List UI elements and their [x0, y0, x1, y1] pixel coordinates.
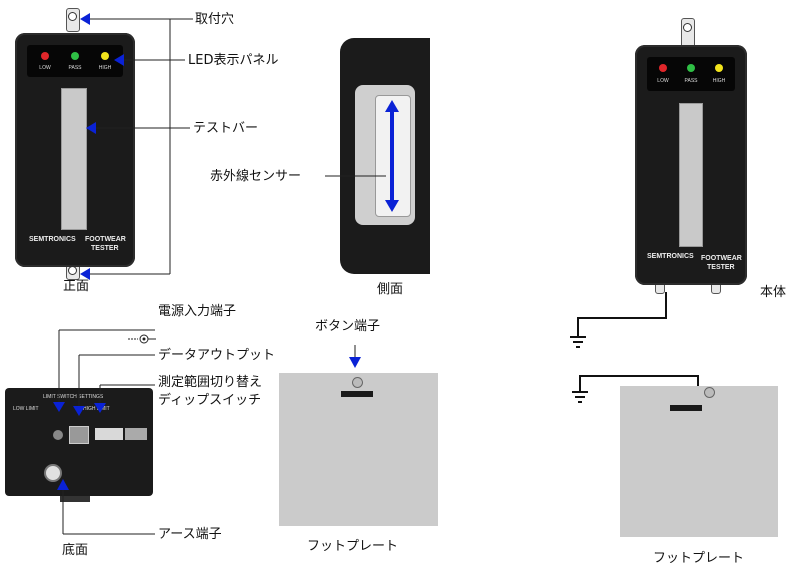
label-bottom: 底面 — [62, 543, 89, 558]
led-high-label: HIGH — [98, 65, 112, 71]
label-footplate-2: フットプレート — [653, 551, 745, 566]
dip-switch-block — [95, 428, 123, 440]
unit-led-high-yellow — [715, 64, 723, 72]
label-led-panel: LED表示パネル — [188, 53, 279, 68]
unit-led-low-red — [659, 64, 667, 72]
unit-led-low-label: LOW — [657, 78, 669, 84]
label-test-bar: テストバー — [193, 121, 259, 136]
bottom-view-stand — [60, 496, 90, 502]
label-range-switch-2: ディップスイッチ — [158, 393, 262, 408]
footplate-left-button-terminal — [352, 377, 363, 388]
unit-product-line1: FOOTWEAR — [701, 255, 742, 262]
default-switch-block — [125, 428, 147, 440]
unit-mounting-hole-top — [683, 23, 692, 32]
mounting-hole-top — [68, 12, 77, 21]
led-low-label: LOW — [39, 65, 51, 71]
unit-led-pass-label: PASS — [684, 78, 698, 84]
led-high-yellow — [101, 52, 109, 60]
label-earth-terminal: アース端子 — [158, 527, 222, 542]
label-side: 側面 — [377, 282, 404, 297]
footplate-right-label — [670, 405, 702, 411]
high-limit-label: HIGH LIMIT — [83, 406, 110, 412]
brand-logo: SEMTRONICS — [29, 236, 76, 243]
main-unit-body: LOW PASS HIGH SEMTRONICS FOOTWEAR TESTER — [635, 45, 747, 285]
unit-product-line2: TESTER — [707, 264, 735, 271]
label-button-terminal: ボタン端子 — [315, 319, 381, 334]
product-name-line1: FOOTWEAR — [85, 236, 126, 243]
test-bar — [61, 88, 87, 230]
label-main-unit: 本体 — [760, 285, 787, 300]
unit-brand-logo: SEMTRONICS — [647, 253, 694, 260]
unit-led-high-label: HIGH — [712, 78, 726, 84]
led-low-red — [41, 52, 49, 60]
low-limit-label: LOW LIMIT — [13, 406, 39, 412]
footplate-right-terminal — [704, 387, 715, 398]
data-output-port — [69, 426, 89, 444]
unit-test-bar — [679, 103, 703, 247]
label-mounting-hole: 取付穴 — [195, 12, 235, 27]
label-power-input: 電源入力端子 — [158, 304, 237, 319]
label-range-switch-1: 測定範囲切り替え — [158, 375, 263, 390]
label-footplate-1: フットプレート — [307, 539, 399, 554]
led-pass-label: PASS — [68, 65, 82, 71]
footplate-left-label — [341, 391, 373, 397]
label-ir-sensor: 赤外線センサー — [210, 169, 302, 184]
earth-terminal-post — [44, 464, 62, 482]
unit-led-pass-green — [687, 64, 695, 72]
power-jack — [53, 430, 63, 440]
led-panel: LOW PASS HIGH — [27, 45, 123, 77]
front-device-body: LOW PASS HIGH SEMTRONICS FOOTWEAR TESTER — [15, 33, 135, 267]
label-front: 正面 — [63, 279, 90, 294]
product-name-line2: TESTER — [91, 245, 119, 252]
led-pass-green — [71, 52, 79, 60]
footplate-left — [279, 373, 438, 526]
footplate-right — [620, 386, 778, 537]
bottom-panel-title: LIMIT SWITCH SETTINGS — [43, 394, 104, 400]
label-data-output: データアウトプット — [158, 348, 276, 363]
unit-led-panel: LOW PASS HIGH — [647, 57, 735, 91]
